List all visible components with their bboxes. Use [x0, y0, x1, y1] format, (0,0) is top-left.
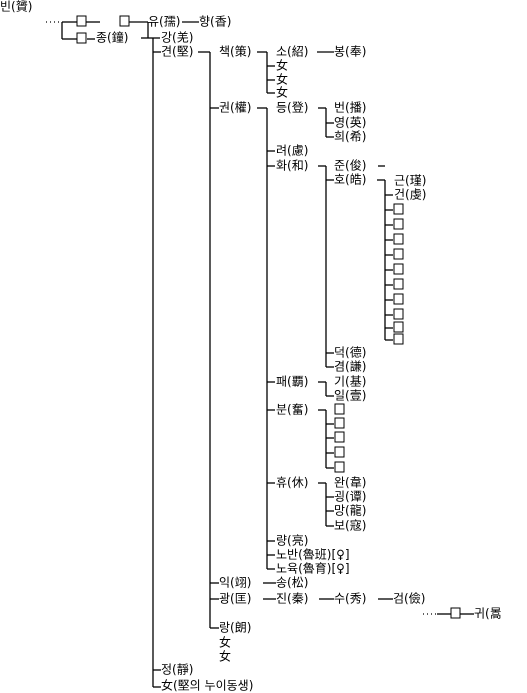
unknown-member-box — [334, 461, 345, 473]
member-hwa: 화(和) — [276, 159, 308, 173]
member-hyang: 향(香) — [199, 15, 231, 29]
member-kang: 강(羌) — [161, 31, 193, 45]
member-noyuk: 노육(魯育)[♀] — [276, 561, 350, 576]
member-pae: 패(覇) — [276, 375, 308, 389]
member-gwon: 권(權) — [219, 101, 251, 115]
member-su: 수(秀) — [334, 592, 366, 606]
unknown-member-box — [393, 203, 404, 215]
unknown-member-box — [393, 218, 404, 230]
member-yu: 유(孺) — [148, 15, 180, 29]
unknown-member-box — [393, 263, 404, 275]
member-jin: 진(秦) — [276, 592, 308, 606]
member-daughter: 女 — [276, 85, 288, 100]
unknown-member-box — [393, 333, 404, 345]
member-gyeon: 견(堅) — [161, 45, 193, 59]
unknown-member-box — [119, 15, 130, 27]
member-hui: 희(希) — [334, 129, 366, 144]
member-ryang: 량(亮) — [276, 533, 308, 548]
member-beon: 번(播) — [334, 101, 366, 115]
member-wan: 완(韋) — [334, 476, 366, 490]
member-geom: 검(儉) — [393, 591, 425, 606]
member-names: 빈(贇) 종(鐘) 유(孺) 향(香) 강(羌) 견(堅) 책(策) 소(紹) … — [0, 0, 502, 693]
unknown-member-box — [393, 308, 404, 320]
member-hyu: 휴(休) — [276, 476, 308, 490]
member-gwang-hyu: 굉(谭) — [334, 490, 366, 504]
unknown-member-boxes — [76, 15, 461, 619]
member-mang: 망(龍) — [334, 503, 366, 518]
member-daughter: 女 — [276, 72, 288, 87]
unknown-member-box — [393, 248, 404, 260]
member-ho: 호(皓) — [334, 173, 366, 187]
member-deung: 등(登) — [276, 100, 308, 115]
member-gwang: 광(匡) — [219, 592, 251, 606]
member-geon: 건(虔) — [394, 188, 426, 202]
member-noban: 노반(魯班)[♀] — [276, 548, 350, 562]
member-daughter: 女 — [219, 635, 231, 650]
member-jun: 준(俊) — [334, 158, 366, 173]
member-bin: 빈(贇) — [0, 0, 32, 14]
member-gyeom: 겸(謙) — [334, 360, 366, 374]
unknown-member-box — [76, 32, 87, 44]
unknown-member-box — [393, 278, 404, 290]
unknown-member-box — [334, 403, 345, 415]
unknown-member-box — [334, 431, 345, 443]
member-sister: 女(堅의 누이동생) — [161, 678, 253, 693]
unknown-member-box — [76, 15, 87, 27]
unknown-member-box — [393, 321, 404, 333]
unknown-member-box — [393, 293, 404, 305]
member-chaek: 책(策) — [219, 44, 251, 59]
member-deok: 덕(德) — [334, 345, 366, 360]
unknown-member-box — [334, 417, 345, 429]
unknown-member-box — [334, 446, 345, 458]
unknown-member-box — [450, 607, 461, 619]
member-il: 일(壹) — [334, 389, 366, 403]
unknown-member-box — [393, 233, 404, 245]
member-rang: 랑(朗) — [219, 621, 251, 635]
member-ik: 익(翊) — [219, 575, 251, 590]
member-yeong: 영(英) — [334, 116, 366, 130]
member-bong: 봉(奉) — [334, 45, 366, 59]
member-song: 송(松) — [276, 576, 308, 590]
member-gwi: 귀(暠 — [474, 607, 502, 621]
member-daughter: 女 — [276, 58, 288, 73]
member-bun: 분(奮) — [276, 402, 308, 417]
member-bo: 보(寇) — [334, 518, 366, 533]
member-zong: 종(鐘) — [96, 30, 128, 45]
member-geun: 근(瑾) — [394, 174, 426, 188]
member-ryeo: 려(慮) — [276, 144, 308, 158]
member-daughter: 女 — [219, 649, 231, 664]
member-so: 소(紹) — [276, 45, 308, 59]
member-jeong: 정(靜) — [161, 663, 193, 677]
connector-lines — [46, 21, 474, 688]
member-gi: 기(基) — [334, 375, 366, 389]
